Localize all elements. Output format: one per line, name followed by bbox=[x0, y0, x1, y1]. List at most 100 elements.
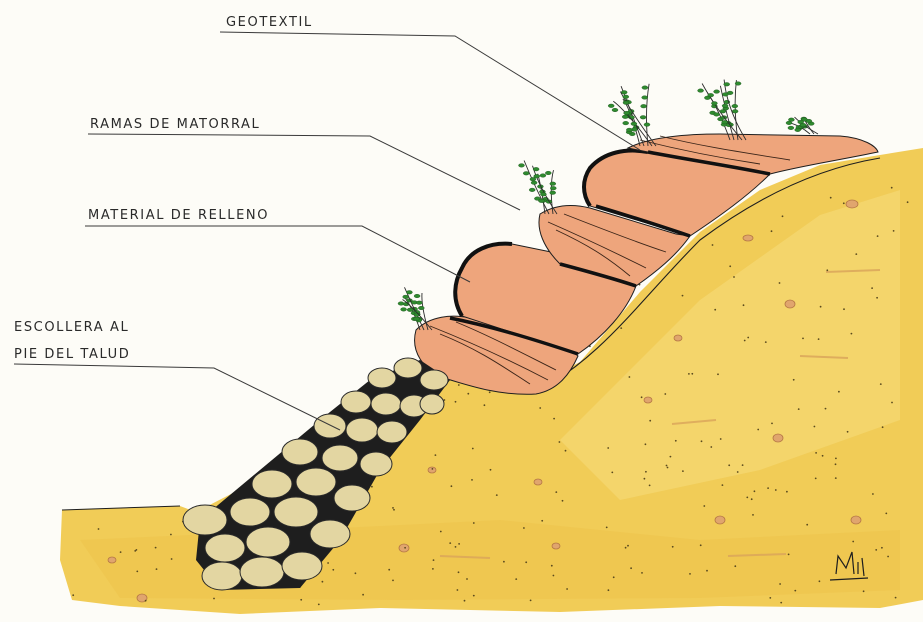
leaf bbox=[414, 294, 420, 298]
stipple-dot bbox=[682, 470, 684, 472]
stipple-dot bbox=[907, 201, 909, 203]
label-ramas-de-matorral: RAMAS DE MATORRAL bbox=[90, 117, 260, 132]
label-material-de-relleno: MATERIAL DE RELLENO bbox=[88, 208, 269, 223]
rock bbox=[322, 445, 358, 471]
stipple-dot bbox=[775, 489, 777, 491]
rock bbox=[246, 527, 290, 557]
stipple-dot bbox=[625, 547, 627, 549]
stipple-dot bbox=[714, 309, 716, 311]
rock bbox=[394, 358, 422, 378]
stipple-dot bbox=[466, 578, 468, 580]
stipple-dot bbox=[472, 448, 474, 450]
rock bbox=[202, 562, 242, 590]
leader-geotextil bbox=[220, 32, 640, 150]
leaf bbox=[735, 82, 741, 86]
stipple-dot bbox=[649, 420, 651, 422]
stipple-dot bbox=[765, 341, 767, 343]
stipple-dot bbox=[432, 568, 434, 570]
stipple-dot bbox=[489, 391, 491, 393]
stipple-dot bbox=[815, 478, 817, 480]
stipple-dot bbox=[134, 550, 136, 552]
rock bbox=[310, 520, 350, 548]
leaf bbox=[398, 302, 404, 306]
rock bbox=[274, 497, 318, 527]
leaf bbox=[403, 295, 409, 299]
label-escollera-line1: ESCOLLERA AL bbox=[14, 320, 129, 335]
rock bbox=[377, 421, 407, 443]
leaf bbox=[608, 104, 614, 108]
leaf bbox=[623, 101, 629, 105]
pebble bbox=[715, 516, 725, 524]
stipple-dot bbox=[155, 547, 157, 549]
stipple-dot bbox=[895, 597, 897, 599]
stipple-dot bbox=[327, 562, 329, 564]
stipple-dot bbox=[769, 597, 771, 599]
stipple-dot bbox=[355, 572, 357, 574]
stipple-dot bbox=[802, 338, 804, 340]
stipple-dot bbox=[566, 588, 568, 590]
leaf bbox=[724, 83, 730, 87]
stipple-dot bbox=[525, 561, 527, 563]
rock bbox=[341, 391, 371, 413]
stipple-dot bbox=[664, 393, 666, 395]
pebble bbox=[552, 543, 560, 549]
leaf bbox=[732, 110, 738, 114]
leaf bbox=[640, 116, 646, 120]
stipple-dot bbox=[455, 546, 457, 548]
stipple-dot bbox=[530, 600, 532, 602]
labels: GEOTEXTIL RAMAS DE MATORRAL MATERIAL DE … bbox=[14, 15, 313, 362]
stipple-dot bbox=[851, 333, 853, 335]
pebble bbox=[785, 300, 795, 308]
stipple-dot bbox=[700, 544, 702, 546]
stipple-dot bbox=[710, 446, 712, 448]
stipple-dot bbox=[814, 426, 816, 428]
leaf bbox=[401, 308, 407, 312]
leaf bbox=[538, 199, 544, 203]
stipple-dot bbox=[555, 491, 557, 493]
stipple-dot bbox=[670, 456, 672, 458]
stipple-dot bbox=[826, 269, 828, 271]
stipple-dot bbox=[815, 452, 817, 454]
pebble bbox=[644, 397, 652, 403]
stipple-dot bbox=[835, 458, 837, 460]
leaf bbox=[714, 90, 720, 94]
leader-escollera bbox=[14, 364, 340, 430]
stipple-dot bbox=[876, 297, 878, 299]
stipple-dot bbox=[667, 467, 669, 469]
stipple-dot bbox=[503, 561, 505, 563]
stipple-dot bbox=[606, 527, 608, 529]
pebble bbox=[743, 235, 753, 241]
stipple-dot bbox=[322, 581, 324, 583]
leaf bbox=[545, 171, 551, 175]
rock bbox=[282, 439, 318, 465]
stipple-dot bbox=[72, 594, 74, 596]
stipple-dot bbox=[392, 507, 394, 509]
stipple-dot bbox=[691, 373, 693, 375]
pebble bbox=[674, 335, 682, 341]
leaf bbox=[523, 172, 529, 176]
stipple-dot bbox=[793, 379, 795, 381]
stipple-dot bbox=[855, 253, 857, 255]
stipple-dot bbox=[156, 568, 158, 570]
stipple-dot bbox=[835, 477, 837, 479]
stipple-dot bbox=[728, 464, 730, 466]
leaf bbox=[621, 91, 627, 95]
stipple-dot bbox=[706, 570, 708, 572]
stipple-dot bbox=[644, 478, 646, 480]
stipple-dot bbox=[565, 450, 567, 452]
leaf bbox=[623, 95, 629, 99]
stipple-dot bbox=[882, 426, 884, 428]
pebble bbox=[399, 544, 409, 552]
stipple-dot bbox=[754, 490, 756, 492]
leaf bbox=[550, 182, 556, 186]
stipple-dot bbox=[608, 589, 610, 591]
stipple-dot bbox=[847, 431, 849, 433]
leaf bbox=[534, 174, 540, 178]
stipple-dot bbox=[457, 589, 459, 591]
stipple-dot bbox=[734, 565, 736, 567]
leader-ramas bbox=[88, 134, 520, 210]
stipple-dot bbox=[120, 551, 122, 553]
stipple-dot bbox=[620, 327, 622, 329]
